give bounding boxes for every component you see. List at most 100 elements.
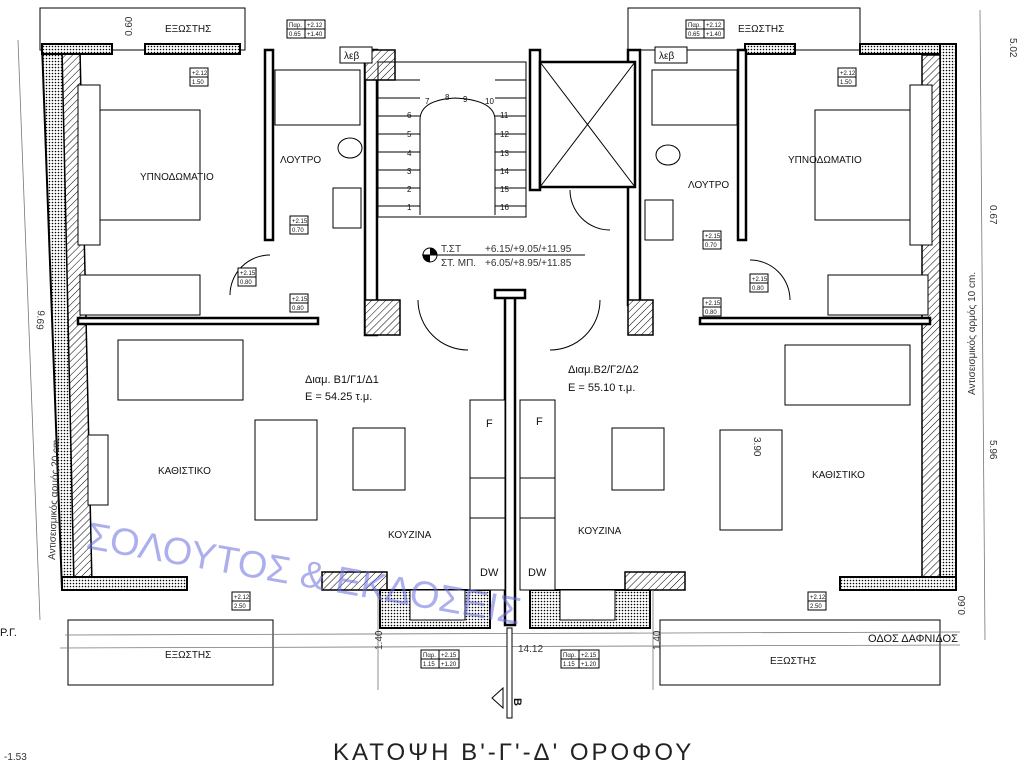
opening-tag-value: +2.15: [441, 653, 457, 659]
opening-height: +2.15: [292, 219, 308, 225]
room-label-living-left: ΚΑΘΙΣΤΙΚΟ: [158, 466, 211, 477]
dishwasher-label-right: DW: [528, 567, 547, 579]
opening-width: 0.80: [240, 280, 252, 286]
opening-tags: Παρ.+2.120.65+1.40Παρ.+2.120.65+1.40Παρ.…: [189, 19, 857, 669]
floor-level-label: Τ.ΣΤ: [441, 244, 461, 255]
stair-step-number: 8: [445, 93, 450, 102]
opening-tag-value: +2.12: [307, 23, 323, 29]
opening-tag-value: 0.65: [688, 32, 700, 38]
fridge-label-left: F: [486, 418, 493, 430]
opening-height: +2.15: [705, 301, 721, 307]
dim-living-depth: 3.90: [751, 437, 762, 457]
stair-step-number: 10: [485, 97, 494, 106]
opening-tag: Παρ. +2.12 0.65 +1.40: [685, 19, 725, 39]
opening-tag-value: Παρ.: [688, 23, 701, 29]
stair-step-number: 4: [407, 149, 412, 158]
opening-tag-value: +1.20: [441, 662, 457, 668]
opening-tag: +2.15 0.70: [702, 230, 722, 250]
stair-step-number: 3: [407, 167, 412, 176]
opening-width: 2.50: [810, 604, 822, 610]
drawing-title: ΚΑΤΟΨΗ Β'-Γ'-Δ' ΟΡΟΦΟΥ: [333, 739, 694, 765]
opening-height: +2.15: [240, 271, 256, 277]
opening-height: +2.12: [810, 595, 826, 601]
dim-right-bottom: 0.60: [957, 595, 968, 615]
room-label-balcony-top-right: ΕΞΩΣΤΗΣ: [738, 24, 784, 35]
watermark: ΣΟΛΟΥΤΟΣ & ΕΚΔΟΣΕΙΣ: [83, 516, 524, 634]
street-name: ΟΔΟΣ ΔΑΦΝΙΔΟΣ: [868, 633, 958, 645]
opening-tag: +2.150.80: [749, 273, 769, 293]
opening-tag-value: Παρ.: [423, 653, 436, 659]
opening-tag-value: 0.65: [289, 32, 301, 38]
room-label-kitchen-right: ΚΟΥΖΙΝΑ: [578, 526, 622, 537]
opening-width: 0.70: [705, 243, 717, 249]
opening-tag: +2.122.50: [231, 591, 251, 611]
opening-width: 0.80: [705, 310, 717, 316]
dining-table-left: [352, 427, 406, 491]
opening-height: +2.15: [752, 277, 768, 283]
stair-step-number: 9: [463, 95, 468, 104]
room-label-balcony-bottom-left: ΕΞΩΣΤΗΣ: [165, 650, 211, 661]
opening-height: +2.15: [705, 234, 721, 240]
boiler-label: λεβ: [659, 51, 674, 62]
apartment-2-area: Ε = 55.10 τ.μ.: [568, 382, 635, 394]
boiler-label: λεβ: [344, 51, 359, 62]
opening-tag-value: Παρ.: [563, 653, 576, 659]
dishwasher-label-left: DW: [480, 567, 499, 579]
opening-height: +2.12: [840, 71, 856, 77]
dim-bottom-balcony-left: 1.40: [374, 630, 385, 650]
opening-tag: +2.12 1.50: [837, 67, 857, 87]
opening-tag: +2.15 0.70: [289, 215, 309, 235]
interior-walls: [76, 48, 932, 627]
opening-tag: +2.12 2.50: [807, 591, 827, 611]
dining-table-right: [611, 427, 665, 491]
opening-tag-value: +1.40: [706, 32, 722, 38]
stair-step-number: 6: [407, 111, 412, 120]
opening-tag: +2.15 0.80: [237, 267, 257, 287]
dim-bottom-balcony-right: 1.40: [652, 630, 663, 650]
opening-width: 1.50: [840, 80, 852, 86]
door-swings: [229, 189, 791, 351]
slab-level-values: +6.05/+8.95/+11.85: [485, 258, 572, 269]
dim-right-joint: 0.67: [987, 205, 998, 225]
stair-step-number: 14: [500, 167, 509, 176]
opening-tag-value: 1.15: [423, 662, 435, 668]
opening-width: 0.70: [292, 228, 304, 234]
room-label-bedroom-left: ΥΠΝΟΔΩΜΑΤΙΟ: [140, 172, 214, 183]
dim-total-width: 14.12: [518, 644, 543, 655]
opening-tag-value: 1.15: [563, 662, 575, 668]
room-label-bathroom-left: ΛΟΥΤΡΟ: [280, 155, 321, 166]
room-label-bathroom-right: ΛΟΥΤΡΟ: [688, 180, 729, 191]
opening-tag: Παρ.+2.120.65+1.40: [286, 19, 326, 39]
fridge-label-right: F: [536, 416, 543, 428]
opening-tag-value: +2.12: [706, 23, 722, 29]
opening-tag: Παρ. +2.15 1.15 +1.20: [420, 649, 460, 669]
opening-width: 2.50: [234, 604, 246, 610]
stair-step-number: 12: [500, 130, 509, 139]
apartment-1-area: Ε = 54.25 τ.μ.: [305, 391, 372, 403]
elevator-shaft: [538, 60, 637, 189]
staircase: [377, 61, 527, 218]
opening-tag: Παρ.+2.151.15+1.20: [560, 649, 600, 669]
room-label-bedroom-right: ΥΠΝΟΔΩΜΑΤΙΟ: [788, 155, 862, 166]
ground-level: -1.53: [4, 752, 27, 763]
stair-step-number: 7: [425, 97, 430, 106]
stair-step-number: 2: [407, 185, 412, 194]
dim-right-top: 5.02: [1007, 38, 1018, 58]
opening-width: 1.50: [192, 80, 204, 86]
slab-level-label: ΣΤ. ΜΠ.: [441, 258, 476, 269]
boiler-box-right: λεβ: [654, 46, 688, 64]
opening-tag: +2.15 0.80: [702, 297, 722, 317]
stair-step-number: 15: [500, 185, 509, 194]
stair-step-number: 5: [407, 130, 412, 139]
opening-height: +2.15: [292, 297, 308, 303]
stair-step-number: 11: [500, 111, 509, 120]
dim-right-main: 5.96: [987, 440, 998, 460]
stair-step-number: 1: [407, 203, 412, 212]
opening-tag-value: +1.40: [307, 32, 323, 38]
opening-tag-value: +2.15: [581, 653, 597, 659]
opening-height: +2.12: [192, 71, 208, 77]
section-letter: Β: [511, 698, 523, 706]
boiler-box-left: λεβ: [339, 46, 373, 64]
stair-step-number: 16: [500, 203, 509, 212]
